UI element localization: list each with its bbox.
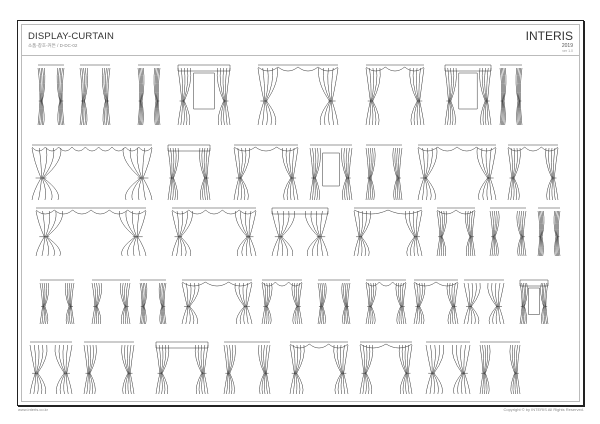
curtain-icon [39,279,75,325]
curtain-icon [31,144,153,201]
curtain-icon [365,144,403,201]
drawing-frame: DISPLAY-CURTAIN 소품-창호-커튼 / D-DC-02 INTER… [17,20,584,406]
curtain-icon [233,144,299,201]
brand-logo: INTERIS [525,29,573,43]
curtain-icon [417,144,497,201]
footer-website[interactable]: www.interis.co.kr [18,407,49,412]
sheet-subtitle: 소품-창호-커튼 / D-DC-02 [28,43,78,48]
curtain-icon [137,64,161,126]
curtain-icon [289,341,349,395]
curtain-icon [353,207,423,257]
curtain-icon [37,64,65,126]
curtain-icon [79,64,111,126]
curtain-icon [365,64,425,126]
sheet-year: 2019 [561,43,573,49]
curtain-icon [155,341,209,395]
curtain-icon [413,279,459,325]
curtain-icon [365,279,407,325]
curtain-icon [171,207,257,257]
curtain-icon [537,207,561,257]
curtain-icon [359,341,413,395]
sheet-title: DISPLAY-CURTAIN [28,31,115,42]
curtain-icon [261,279,303,325]
footer-copyright: Copyright © by INTERIS All Rights Reserv… [503,407,584,412]
curtain-icon [83,341,135,395]
curtain-icon [167,144,211,201]
inner-border: DISPLAY-CURTAIN 소품-창호-커튼 / D-DC-02 INTER… [21,24,580,402]
curtain-icon [271,207,329,257]
curtain-icon [257,64,339,126]
curtain-icon [463,279,505,325]
curtain-icon [35,207,147,257]
curtain-icon [519,279,549,325]
curtain-icon [489,207,527,257]
curtain-icon [309,144,353,201]
curtain-icon [436,207,476,257]
curtain-icon [425,341,471,395]
curtain-icon [139,279,167,325]
sheet-version: ver 1.0 [562,49,573,53]
curtain-icon [479,341,521,395]
curtain-icon [177,64,231,126]
curtain-icon [223,341,271,395]
curtain-icon [444,64,492,126]
curtain-icon [181,279,253,325]
header-divider [22,55,579,56]
curtain-icon [91,279,131,325]
curtain-icon [499,64,523,126]
curtain-icon [507,144,559,201]
curtain-icon [317,279,351,325]
curtain-icon [29,341,73,395]
